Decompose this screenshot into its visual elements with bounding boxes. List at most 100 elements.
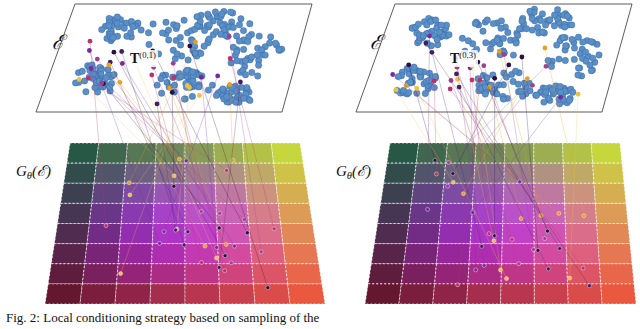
embedding-point [472,20,478,26]
embedding-point [245,38,251,44]
grid-cell [565,224,598,244]
sample-dot [95,57,100,62]
embedding-point [255,73,261,79]
grid-cell [440,203,473,223]
embedding-point [563,43,569,49]
embedding-point [166,37,172,43]
grid-cell [185,264,219,284]
grid-cell [276,183,309,203]
embedding-point [566,97,572,103]
mapped-dot [447,161,451,165]
projection-line [114,52,225,256]
grid-cell [534,264,567,284]
grid-cell [94,163,126,183]
grid-cell [271,143,303,163]
embedding-point [130,24,136,30]
embedding-point [512,68,518,74]
embedding-point [519,18,525,24]
mapped-dot [568,276,572,280]
embedding-point [128,29,134,35]
mapped-dot [177,157,181,161]
embedding-point [219,11,225,17]
mapped-dot [492,239,496,243]
projection-line [393,75,520,182]
embedding-point [184,67,190,73]
grid-label-part: G [16,163,27,179]
grid-cell [399,284,435,304]
sample-dot [155,102,160,107]
grid-cell [153,203,185,223]
embedding-point [236,22,242,28]
embedding-point [411,64,417,70]
sample-dot [457,85,462,90]
grid-cell [87,224,121,244]
sample-label: T(0,1) [128,50,158,67]
mapped-dot [474,268,478,272]
projection-line [457,79,493,240]
embedding-point [575,72,581,78]
grid-cell [416,143,447,163]
embedding-point [83,89,89,95]
projection-line [499,51,541,215]
embedding-point [198,50,204,56]
embedding-plane [36,4,312,112]
embedding-point [417,68,423,74]
mapped-dot [182,243,186,247]
embedding-point [570,89,576,95]
grid-cell [593,163,624,183]
embedding-point [110,35,116,41]
embedding-point [433,17,439,23]
embedding-point [240,46,246,52]
grid-cell [368,264,404,284]
embedding-point [201,27,207,33]
mapped-dot [217,226,221,230]
grid-cell [96,143,127,163]
mapped-dot [546,267,550,271]
mapped-dot [266,286,270,290]
embedding-point [103,75,109,81]
grid-cell [249,224,283,244]
grid-cell [152,224,185,244]
grid-cell [92,183,125,203]
grid-cell [278,203,312,223]
grid-cell [468,264,502,284]
projection-line [91,69,186,161]
mapped-dot [446,184,450,188]
grid-cell [598,244,632,264]
mapped-dot [487,232,491,236]
mapped-dot [518,180,522,184]
embedding-point [583,58,589,64]
projection-line [426,43,590,286]
projection-lines [390,34,591,288]
embedding-point [249,54,255,60]
mapped-dot [229,261,233,265]
embedding-point [515,81,521,87]
grid-cell [281,224,316,244]
mapped-dot [218,211,222,215]
grid-cell [246,183,279,203]
sample-dot [119,49,124,54]
mapped-dot [217,265,221,269]
grid-cell [467,284,501,304]
sample-dot [530,83,535,88]
projection-line [103,84,219,228]
embedding-point [541,99,547,105]
embedding-point [159,30,165,36]
mapped-dot [223,254,227,258]
embedding-point [438,22,444,28]
embedding-point [234,58,240,64]
embedding-point [505,29,511,35]
sample-dot [171,61,176,66]
grid-cell [414,163,446,183]
mapped-dot [174,228,178,232]
embedding-point [194,14,200,20]
sample-dot [544,64,549,69]
sample-dot [185,83,190,88]
mapped-dot [451,172,455,176]
embedding-point [138,27,144,33]
panel [356,4,636,304]
embedding-point [415,21,421,27]
grid-cell [594,183,626,203]
sample-label-part: T [130,51,139,66]
embedding-point [562,57,568,63]
